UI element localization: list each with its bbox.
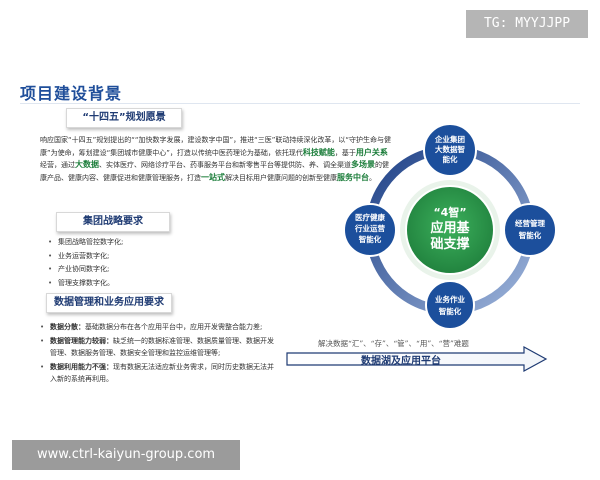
keyword-multiscene: 多场景: [351, 160, 375, 169]
data-requirements-list: 数据分散：基础数据分布在各个应用平台中，应用开发需整合能力差; 数据管理能力较弱…: [40, 321, 280, 386]
keyword-user: 用户关系: [355, 147, 388, 157]
node-top-label: 能化: [443, 154, 458, 164]
keyword-onestop: 一站式: [201, 172, 225, 182]
node-bottom: [425, 280, 475, 330]
watermark-url: www.ctrl-kaiyun-group.com: [12, 440, 240, 470]
challenges-caption: 解决数据“汇”、“存”、“管”、“用”、“营”难题: [318, 339, 469, 348]
list-item: 数据分散：基础数据分布在各个应用平台中，应用开发需整合能力差;: [40, 321, 280, 334]
plan-paragraph: 响应国家“十四五”规划提出的““加快数字发展，建设数字中国”，推进“三医”联动持…: [40, 136, 392, 182]
title-divider: [20, 103, 580, 104]
page-title: 项目建设背景: [20, 84, 123, 103]
node-left-label: 医疗健康: [355, 212, 385, 222]
center-label: 础支撑: [430, 236, 469, 252]
node-left: [343, 203, 397, 257]
list-item: 数据利用能力不强：现有数据无法适应新业务需求，同时历史数据无法并入新的系统再利用…: [40, 361, 280, 386]
node-top-label: 企业集团: [434, 134, 465, 144]
node-top-label: 大数据智: [435, 144, 465, 154]
node-bottom-label: 智能化: [439, 306, 462, 316]
list-item: 集团战略管控数字化;: [48, 236, 123, 250]
node-right-label: 智能化: [519, 230, 542, 240]
node-left-label: 行业运营: [354, 223, 385, 233]
keyword-service-platform: 服务中台: [337, 172, 369, 182]
center-circle: [405, 185, 495, 275]
four-intelligence-diagram: “4智” 应用基 础支撑 企业集团 大数据智 能化 经营管理 智能化 业务作业 …: [343, 123, 557, 330]
list-item: 产业协同数字化;: [48, 263, 123, 277]
strategy-list: 集团战略管控数字化; 业务运营数字化; 产业协同数字化; 管理支撑数字化。: [48, 236, 123, 290]
section-title-strategy: 集团战略要求: [56, 212, 170, 232]
list-item: 数据管理能力较弱：缺乏统一的数据标准管理、数据质量管理、数据开发管理、数据服务管…: [40, 335, 280, 360]
keyword-tech: 科技赋能: [302, 147, 335, 157]
node-right: [503, 203, 557, 257]
platform-arrow: [286, 346, 548, 372]
keyword-bigdata: 大数据: [75, 160, 99, 169]
node-right-label: 经营管理: [515, 218, 545, 228]
node-bottom-label: 业务作业: [435, 294, 465, 304]
list-item: 业务运营数字化;: [48, 250, 123, 264]
watermark-telegram: TG: MYYJJPP: [466, 10, 588, 38]
section-title-data: 数据管理和业务应用要求: [46, 293, 172, 313]
center-label: “4智”: [433, 205, 466, 219]
list-item: 管理支撑数字化。: [48, 277, 123, 291]
section-title-plan: “十四五”规划愿景: [66, 108, 182, 128]
arrow-label: 数据湖及应用平台: [361, 356, 441, 367]
node-top: [423, 123, 477, 177]
center-label: 应用基: [430, 220, 470, 236]
node-left-label: 智能化: [359, 234, 382, 244]
